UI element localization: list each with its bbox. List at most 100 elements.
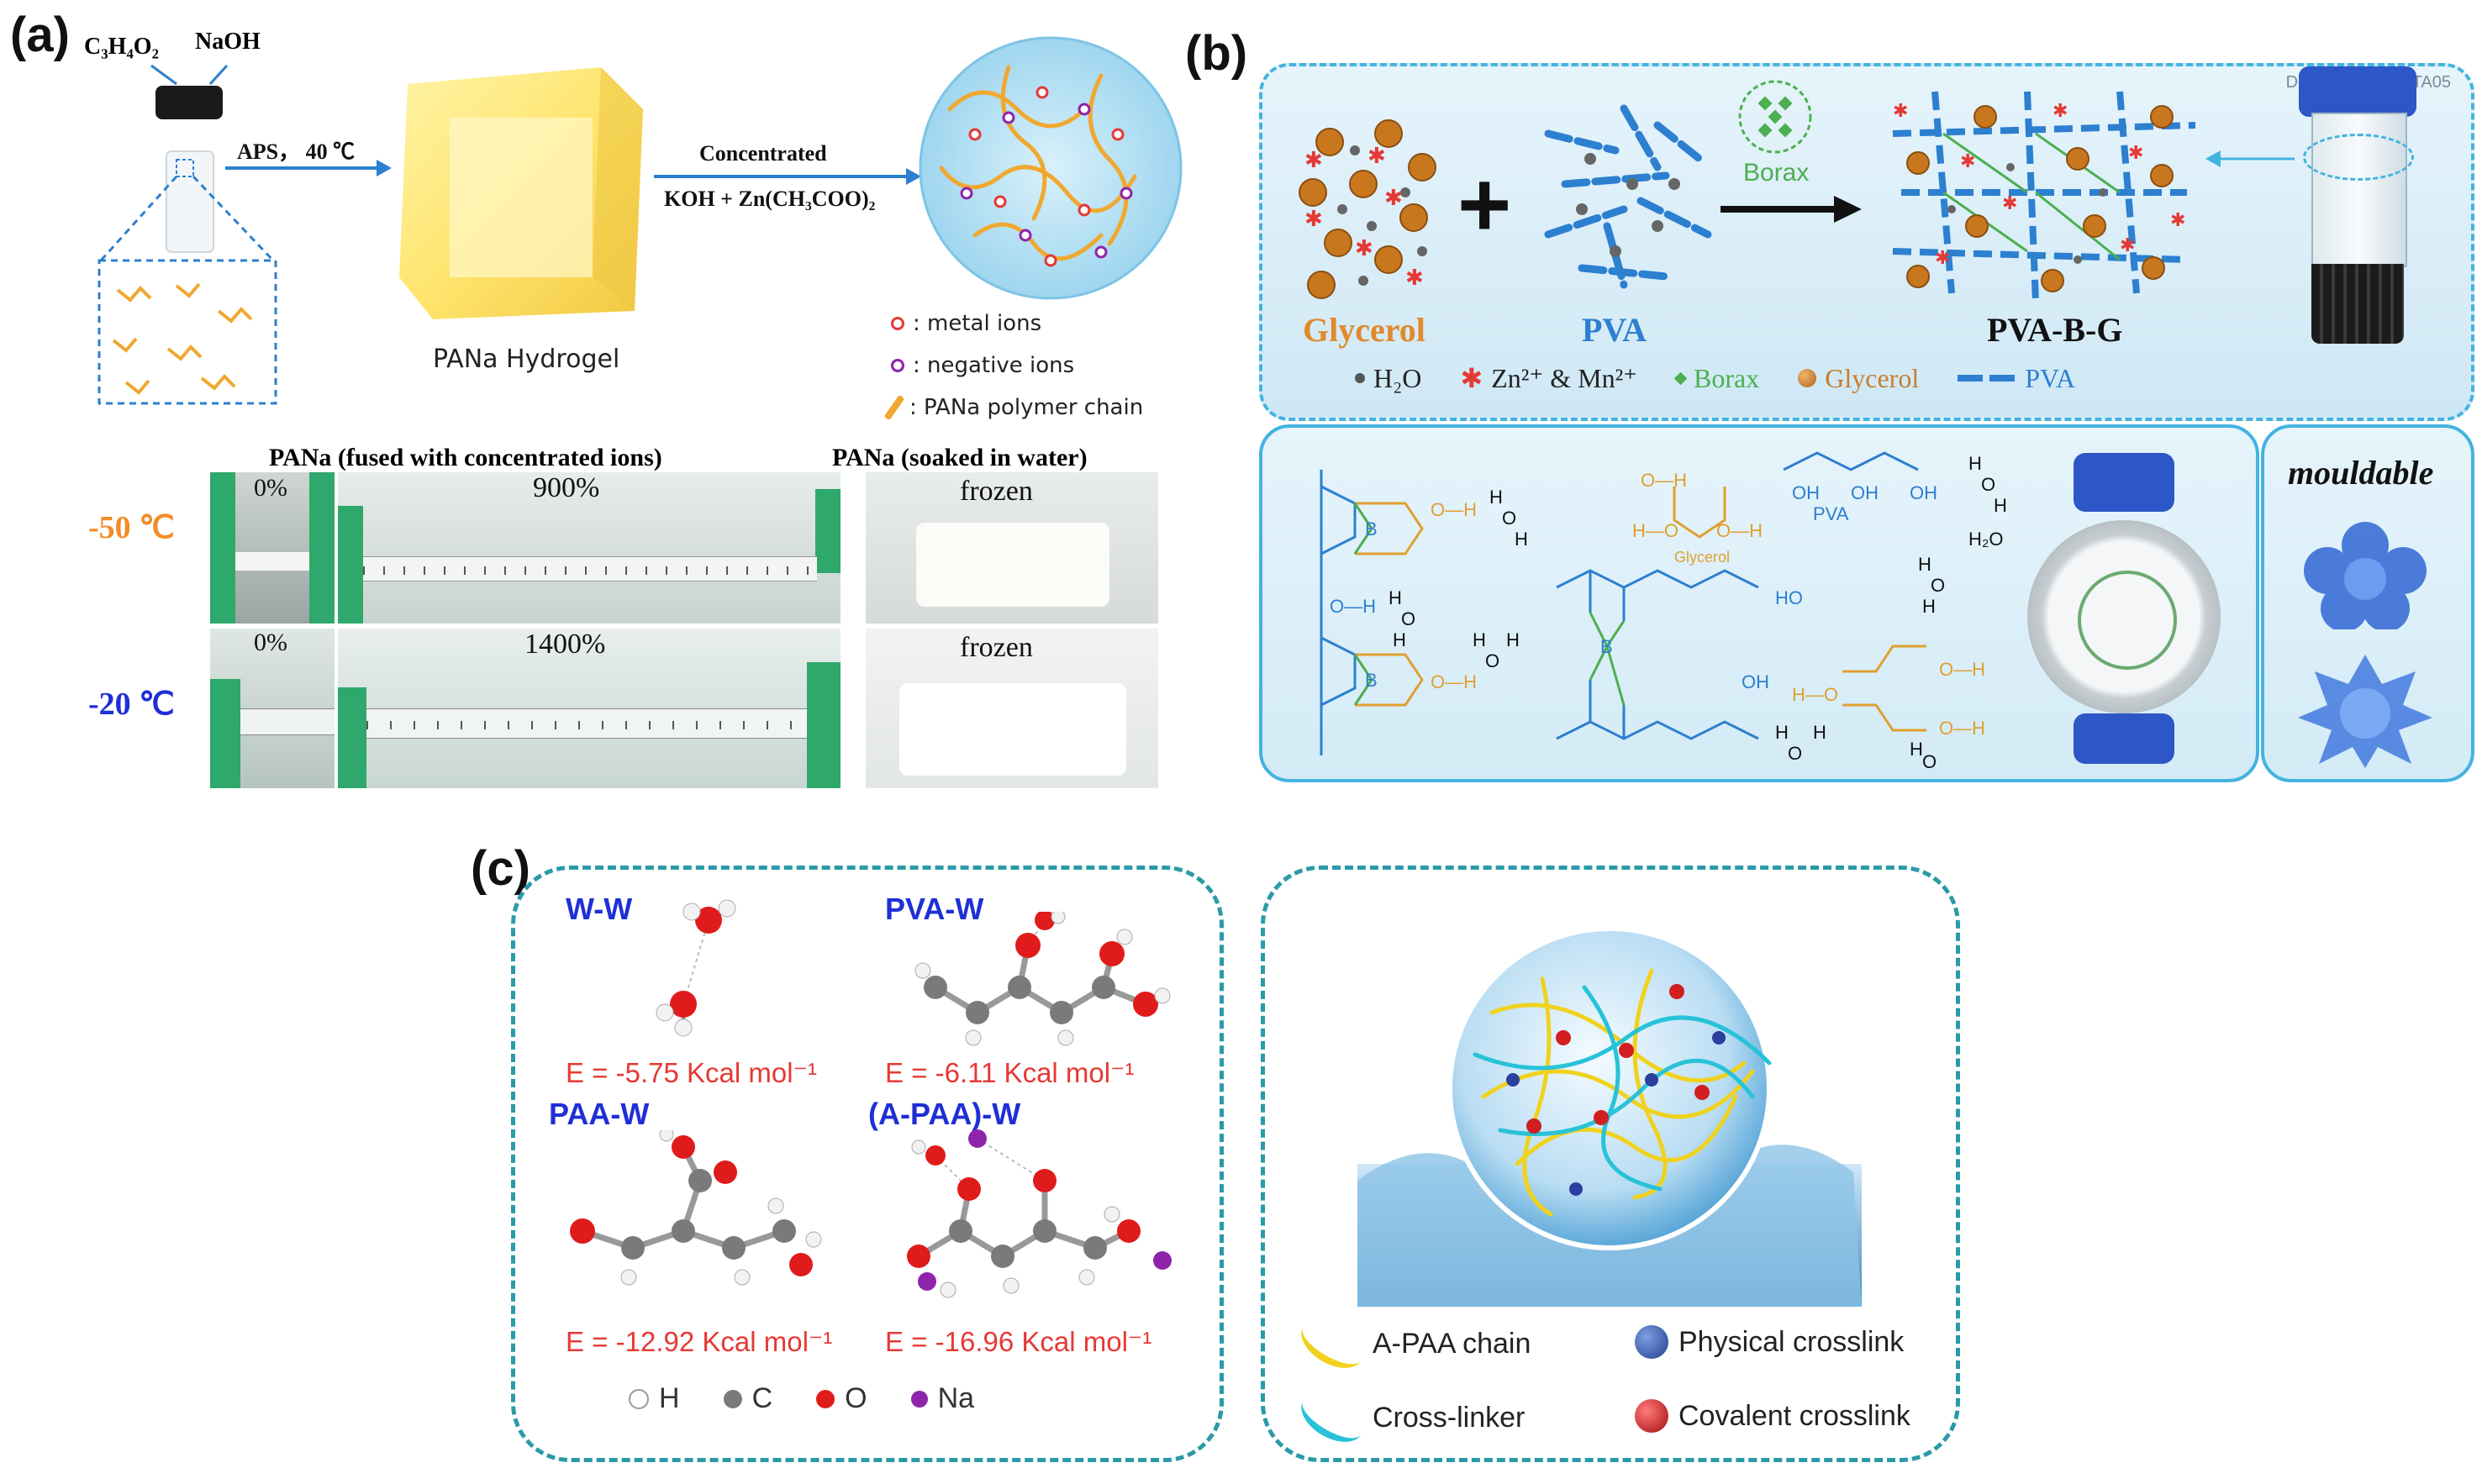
svg-text:O—H: O—H bbox=[1716, 520, 1763, 541]
molecule-w-w bbox=[656, 899, 736, 1037]
svg-text:OH: OH bbox=[1792, 482, 1820, 503]
legend-physical-crosslink: Physical crosslink bbox=[1635, 1325, 1904, 1359]
svg-text:✱: ✱ bbox=[2053, 100, 2068, 121]
svg-text:O: O bbox=[1502, 508, 1516, 529]
svg-text:H: H bbox=[1393, 629, 1406, 650]
mouldable-label: mouldable bbox=[2288, 454, 2434, 492]
polymer-network-circle bbox=[919, 36, 1183, 300]
svg-text:H: H bbox=[1922, 596, 1936, 617]
svg-text:H: H bbox=[1515, 529, 1528, 550]
metal-ion-icon bbox=[891, 317, 904, 330]
svg-text:H: H bbox=[1918, 554, 1931, 575]
legend-polymer-chain: : PANa polymer chain bbox=[883, 387, 1194, 429]
legend-ions: ✱ Zn²⁺ & Mn²⁺ bbox=[1460, 362, 1638, 394]
svg-text:✱: ✱ bbox=[2120, 234, 2135, 255]
svg-text:OH: OH bbox=[1910, 482, 1937, 503]
svg-text:✱: ✱ bbox=[1935, 247, 1950, 268]
svg-text:✱: ✱ bbox=[1893, 100, 1908, 121]
molecule-pva-w bbox=[914, 912, 1171, 1046]
svg-text:OH: OH bbox=[1851, 482, 1879, 503]
network-legend: A-PAA chain Physical crosslink Cross-lin… bbox=[1293, 1309, 1937, 1452]
svg-text:H—O: H—O bbox=[1792, 684, 1838, 705]
reaction-arrow bbox=[1721, 196, 1862, 223]
medal-photo bbox=[2019, 453, 2229, 764]
svg-text:✱: ✱ bbox=[2128, 142, 2143, 163]
legend-metal-ions: : metal ions bbox=[891, 303, 1194, 345]
plus-icon: + bbox=[1457, 153, 1512, 256]
svg-text:H: H bbox=[1910, 739, 1923, 760]
photo-row2-frozen: frozen bbox=[866, 629, 1158, 788]
table-header-concentrated: PANa (fused with concentrated ions) bbox=[269, 444, 662, 471]
svg-text:O: O bbox=[1485, 650, 1499, 671]
mould-flower-top bbox=[2304, 522, 2427, 629]
svg-text:H: H bbox=[1775, 722, 1789, 743]
svg-text:O—H: O—H bbox=[1330, 596, 1376, 617]
svg-text:O—H: O—H bbox=[1641, 470, 1687, 491]
panel-a-legend: : metal ions : negative ions : PANa poly… bbox=[883, 303, 1194, 429]
svg-text:H₂O: H₂O bbox=[1968, 529, 2004, 550]
svg-text:O—H: O—H bbox=[1939, 659, 1985, 680]
legend-glycerol: Glycerol bbox=[1798, 363, 1919, 394]
svg-text:O: O bbox=[1981, 474, 1995, 495]
vial-pointer-arrow bbox=[2205, 150, 2295, 167]
photo-row2-0pct: 0% bbox=[210, 629, 335, 788]
energy-w-w: E = -5.75 Kcal mol⁻¹ bbox=[566, 1057, 817, 1088]
svg-text:✱: ✱ bbox=[1405, 265, 1424, 290]
atom-legend-o: O bbox=[816, 1382, 867, 1415]
step1-condition: APS， 40 ℃ bbox=[237, 139, 356, 164]
panel-b-legend: H₂O ✱ Zn²⁺ & Mn²⁺ Borax Glycerol PVA bbox=[1355, 362, 2075, 394]
svg-text:✱: ✱ bbox=[1355, 235, 1373, 260]
glycerol-label: Glycerol bbox=[1303, 311, 1425, 349]
row2-temperature: -20 ℃ bbox=[88, 687, 175, 722]
pva-cluster bbox=[1544, 104, 1712, 289]
atom-legend-c: C bbox=[723, 1382, 772, 1415]
hydrogel-label: PANa Hydrogel bbox=[433, 345, 620, 374]
svg-text:O: O bbox=[1788, 743, 1802, 764]
svg-text:H: H bbox=[1994, 495, 2007, 516]
molecule-apaa-w bbox=[907, 1129, 1172, 1298]
svg-text:H: H bbox=[1506, 629, 1520, 650]
hydrogen-atom-icon bbox=[629, 1388, 649, 1409]
svg-text:H—O: H—O bbox=[1632, 520, 1678, 541]
apaa-chain-icon bbox=[1293, 1309, 1372, 1378]
negative-ion-icon bbox=[891, 359, 904, 372]
svg-text:✱: ✱ bbox=[1304, 206, 1323, 231]
arrow-step2 bbox=[654, 168, 921, 185]
legend-apaa-chain: A-PAA chain bbox=[1293, 1309, 1531, 1378]
borax-diamond-icon bbox=[1673, 371, 1688, 385]
pva-dash-icon bbox=[1958, 375, 2017, 382]
table-header-water: PANa (soaked in water) bbox=[832, 444, 1088, 471]
water-dot-icon bbox=[1355, 373, 1365, 383]
svg-text:B: B bbox=[1600, 636, 1613, 657]
photo-row1-0pct: 0% bbox=[210, 472, 335, 624]
panel-b-top-box: DOI: 10.1039/D0TA05 ✱✱✱ ✱✱✱ Glycerol + bbox=[1259, 63, 2474, 421]
svg-text:H: H bbox=[1968, 453, 1982, 474]
molecule-label-w-w: W-W bbox=[566, 892, 633, 926]
covalent-crosslink-icon bbox=[1635, 1399, 1668, 1433]
photo-row1-frozen: frozen bbox=[866, 472, 1158, 624]
svg-text:B: B bbox=[1365, 670, 1378, 691]
panel-c-dft-box: W-W PVA-W PAA-W (A-PAA)-W bbox=[511, 866, 1224, 1462]
atom-legend: H C O Na bbox=[629, 1382, 974, 1415]
atom-legend-h: H bbox=[629, 1382, 680, 1415]
panel-c-label: (c) bbox=[471, 841, 530, 896]
borax-label: Borax bbox=[1743, 159, 1810, 187]
product-label: PVA-B-G bbox=[1987, 311, 2123, 349]
svg-text:H: H bbox=[1813, 722, 1826, 743]
svg-text:HO: HO bbox=[1775, 587, 1803, 608]
arrow-step1 bbox=[225, 160, 392, 176]
svg-text:Glycerol: Glycerol bbox=[1674, 549, 1730, 566]
reagent-acrylic-acid: C₃H₄O₂ bbox=[84, 34, 159, 60]
energy-pva-w: E = -6.11 Kcal mol⁻¹ bbox=[885, 1057, 1135, 1088]
svg-text:H: H bbox=[1473, 629, 1486, 650]
hydrogel-cube-image bbox=[399, 67, 643, 319]
svg-text:✱: ✱ bbox=[2170, 209, 2185, 230]
energy-paa-w: E = -12.92 Kcal mol⁻¹ bbox=[566, 1326, 833, 1357]
atom-legend-na: Na bbox=[910, 1382, 974, 1415]
reaction-vial-illustration bbox=[97, 64, 277, 405]
hydrogel-water-sphere bbox=[1357, 926, 1862, 1307]
physical-crosslink-icon bbox=[1635, 1325, 1668, 1359]
svg-text:O: O bbox=[1401, 608, 1415, 629]
glycerol-cluster: ✱✱✱ ✱✱✱ bbox=[1299, 119, 1436, 299]
